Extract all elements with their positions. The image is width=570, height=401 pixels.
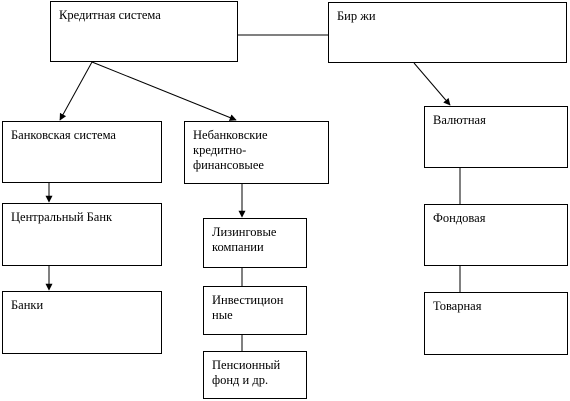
node-commodity-exchange: Товарная	[424, 292, 568, 355]
arrow-exchanges-to-currency	[413, 62, 451, 106]
node-currency-exchange: Валютная	[424, 106, 568, 168]
node-central-bank: Центральный Банк	[2, 203, 162, 266]
node-stock-exchange: Фондовая	[424, 204, 568, 266]
node-credit-system: Кредитная система	[50, 1, 238, 62]
node-pension-fund: Пенсионный фонд и др.	[203, 351, 307, 399]
arrow-credit-to-nonbank	[91, 61, 237, 121]
arrow-credit-to-banking	[59, 61, 93, 121]
node-banking-system: Банковская система	[2, 121, 162, 183]
node-investment: Инвестицион ные	[203, 286, 307, 335]
node-banks: Банки	[2, 291, 162, 354]
node-nonbank-institutions: Небанковские кредитно- финансовыее	[184, 121, 329, 184]
node-exchanges: Бир жи	[328, 2, 567, 63]
node-leasing-companies: Лизинговые компании	[203, 218, 307, 268]
